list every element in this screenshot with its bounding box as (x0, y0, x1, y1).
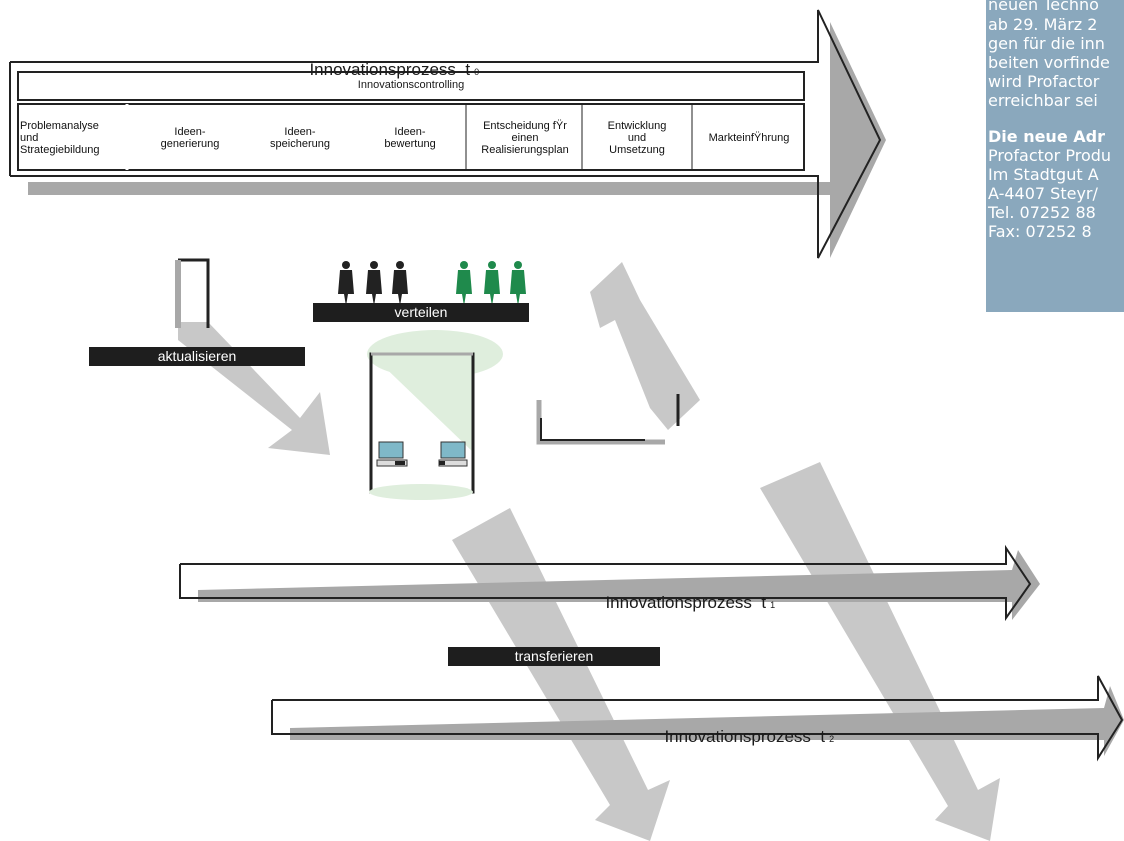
sidebox-line-5: wird Profactor (988, 72, 1100, 91)
phase-ideenbewertung: Ideen- bewertung (384, 126, 436, 150)
computer-icon-left (376, 441, 408, 467)
people-group (338, 261, 526, 306)
process-title-t1-subscript: 1 (770, 600, 776, 610)
address-sidebox: neuen Techno ab 29. März 2 gen für die i… (986, 0, 1124, 312)
phase-ideenspeicherung: Ideen- speicherung (270, 126, 330, 150)
person-icon-green-2 (484, 261, 500, 306)
sidebox-line-1: neuen Techno (988, 0, 1099, 14)
person-icon-dark-1 (338, 261, 354, 306)
transfer-diagonal-arrow-2 (760, 462, 1000, 841)
sidebox-address-1: Profactor Produ (988, 146, 1112, 165)
verteilen-connector (536, 394, 680, 445)
process-title-t2-subscript: 2 (829, 734, 835, 744)
process-arrow-t0 (9, 9, 886, 259)
phase-problemanalyse: Problemanalyse und Strategiebildung (20, 120, 100, 156)
sidebox-line-2: ab 29. März 2 (988, 15, 1098, 34)
process-arrow-t2 (271, 675, 1124, 762)
sidebox-address-3: A-4407 Steyr/ (988, 184, 1098, 203)
process-title-t0-subscript: 0 (474, 67, 480, 77)
aktualisieren-connector (175, 258, 210, 328)
aktualisieren-bar: aktualisieren (89, 347, 305, 366)
person-icon-green-1 (456, 261, 472, 306)
verteilen-bar: verteilen (313, 303, 529, 322)
phase-entscheidung: Entscheidung fŸr einen Realisierungsplan (481, 120, 569, 156)
phase-entwicklung: Entwicklung und Umsetzung (607, 120, 667, 156)
person-icon-dark-3 (392, 261, 408, 306)
sidebox-line-3: gen für die inn (988, 34, 1105, 53)
process-title-t2-text: Innovationsprozess t (664, 727, 826, 746)
computer-icon-right (438, 441, 468, 467)
person-icon-dark-2 (366, 261, 382, 306)
sidebox-address-5: Fax: 07252 8 (988, 222, 1092, 241)
process-title-t1-text: Innovationsprozess t (605, 593, 767, 612)
sidebox-address-4: Tel. 07252 88 (988, 203, 1096, 222)
transferieren-bar: transferieren (448, 647, 660, 666)
sidebox-line-6: erreichbar sei (988, 91, 1098, 110)
phase-ideengenerierung: Ideen- generierung (160, 126, 220, 150)
sidebox-address-2: Im Stadtgut A (988, 165, 1099, 184)
aktualisieren-flow-arrow (178, 322, 330, 455)
person-icon-green-3 (510, 261, 526, 306)
controlling-label: Innovationscontrolling (357, 79, 465, 91)
process-arrow-t1 (179, 544, 1040, 622)
sidebox-line-4: beiten vorfinde (988, 53, 1110, 72)
phase-markteinfuehrung: MarkteinfŸhrung (708, 132, 790, 144)
verteilen-return-arrow (590, 262, 700, 430)
process-title-t0-text: Innovationsprozess t (309, 60, 471, 79)
idea-storage-box (367, 330, 503, 500)
sidebox-heading: Die neue Adr (988, 127, 1105, 146)
